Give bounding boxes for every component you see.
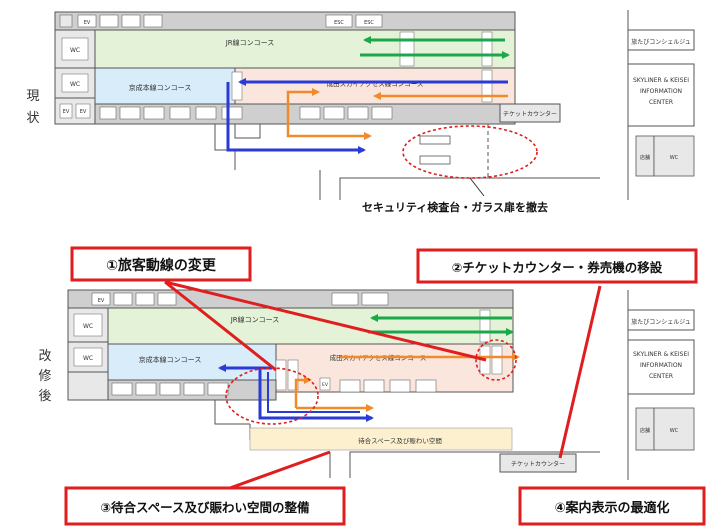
concierge-desk [627, 29, 695, 51]
esc-label: ESC [334, 20, 344, 26]
label-current-1: 現 [26, 89, 39, 104]
keisei-concourse-label: 京成本線コンコース [139, 355, 202, 364]
ticket-counter-label: チケットカウンター [503, 110, 557, 118]
wc-label: WC [670, 428, 679, 434]
info-center [627, 339, 695, 395]
jr-concourse-label: JR線コンコース [225, 38, 275, 47]
info-center [627, 63, 695, 127]
label-after-3: 後 [38, 389, 51, 404]
keisei-concourse-label: 京成本線コンコース [129, 83, 192, 92]
info-center-line-3: CENTER [649, 99, 673, 106]
blue-flow-arrow [267, 372, 360, 413]
info-center-line-1: SKYLINER & KEISEI [633, 77, 689, 84]
info-center-line-2: INFORMATION [640, 362, 682, 369]
plan-current: EV ESC ESC WC WC JR線コンコース 京成本線コンコース 成田スカ… [54, 10, 695, 214]
wc-label: WC [70, 81, 80, 88]
wc-label: WC [83, 355, 93, 362]
keisei-concourse-area [94, 67, 236, 105]
callout-1: ①旅客動線の変更 [70, 246, 252, 282]
orange-flow-arrow [286, 88, 320, 126]
waiting-space-label: 待合スペース及び賑わい空間 [358, 436, 442, 445]
callout-3-text: ③待合スペース及び賑わい空間の整備 [100, 500, 310, 515]
callout-4-text: ④案内表示の最適化 [554, 500, 669, 516]
label-after-1: 改 [38, 349, 51, 364]
ticket-counter-label: チケットカウンター [511, 460, 565, 468]
info-center-line-1: SKYLINER & KEISEI [633, 351, 689, 358]
removal-highlight [402, 125, 538, 179]
ticket-move-highlight [475, 339, 517, 381]
wc-room [653, 135, 695, 177]
label-current-2: 状 [26, 111, 39, 126]
waiting-space-area [249, 427, 513, 451]
esc-box [325, 14, 353, 28]
orange-flow-arrow [286, 126, 372, 140]
esc-box [355, 14, 383, 28]
wc-label: WC [83, 323, 93, 330]
ev-room [77, 14, 97, 28]
blue-flow-arrow [258, 368, 374, 422]
shop-label: 店舗 [640, 427, 650, 434]
callout-4: ④案内表示の最適化 [518, 486, 706, 526]
concierge-label: 旅たびコンシェルジュ [631, 318, 691, 326]
callout-2: ②チケットカウンター・券売機の移設 [416, 248, 698, 284]
concierge-label: 旅たびコンシェルジュ [631, 38, 691, 46]
ev-label: EV [63, 109, 70, 115]
ticket-counter [499, 453, 577, 473]
esc-label: ESC [364, 20, 374, 26]
info-center-line-2: INFORMATION [640, 88, 682, 95]
ticket-counter [499, 103, 561, 123]
shop-label: 店舗 [640, 154, 650, 161]
label-after-2: 修 [38, 369, 51, 384]
info-center-line-3: CENTER [649, 373, 673, 380]
concierge-desk [627, 309, 695, 331]
note-leader-line [469, 177, 485, 197]
callout-lines [164, 280, 602, 490]
orange-flow-arrow [294, 376, 312, 408]
wc-label: WC [70, 47, 80, 54]
ev-label: EV [80, 109, 87, 115]
jr-concourse-area [94, 29, 516, 69]
callout-2-text: ②チケットカウンター・券売機の移設 [452, 260, 663, 275]
security-removal-note: セキュリティ検査台・ガラス扉を撤去 [362, 200, 548, 214]
wc-room [653, 407, 695, 451]
ev-label: EV [98, 298, 105, 304]
wc-label: WC [670, 155, 679, 161]
jr-concourse-area [107, 307, 514, 345]
ev-label: EV [84, 20, 91, 26]
ev-label: EV [322, 382, 329, 388]
plan-after: EV WC WC JR線コンコース 京成本線コンコース 成田スカイアクセス線コン… [67, 289, 695, 480]
blue-flow-arrow [226, 82, 366, 154]
jr-concourse-label: JR線コンコース [230, 315, 280, 324]
callout-1-text: ①旅客動線の変更 [106, 257, 217, 274]
callout-3: ③待合スペース及び賑わい空間の整備 [64, 486, 346, 526]
